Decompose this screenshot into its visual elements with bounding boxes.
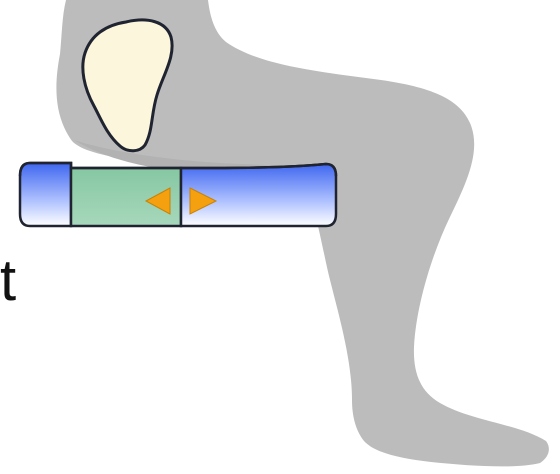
cushion-left-section: [20, 163, 71, 226]
partial-text-fragment: t: [0, 246, 30, 316]
